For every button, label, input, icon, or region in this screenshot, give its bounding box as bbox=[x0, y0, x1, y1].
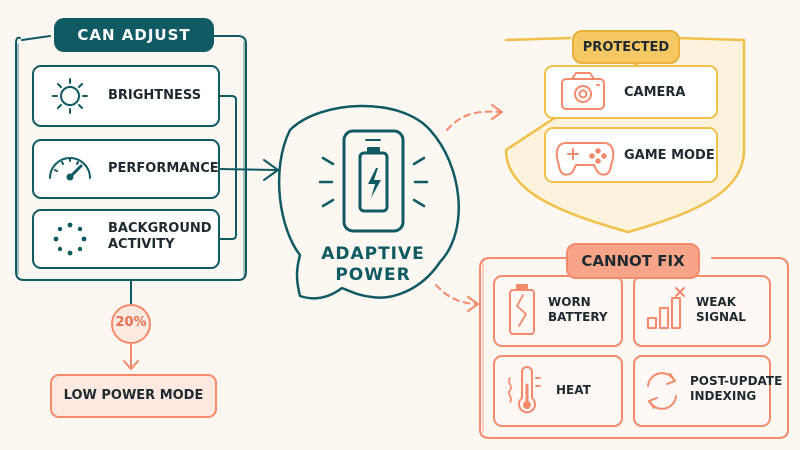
phone-battery-icon bbox=[318, 129, 429, 233]
can-adjust-title: CAN ADJUST bbox=[54, 18, 214, 52]
game-mode-label: GAME MODE bbox=[624, 148, 715, 163]
low-power-mode-label: LOW POWER MODE bbox=[63, 388, 204, 403]
threshold-badge bbox=[111, 304, 151, 344]
arrow-to-protected bbox=[446, 104, 503, 131]
arrow-to-cannot-fix bbox=[435, 284, 479, 312]
performance-label: PERFORMANCE bbox=[108, 161, 219, 176]
sync-arrows-icon bbox=[647, 372, 677, 410]
adaptive-power-label-line2: POWER bbox=[335, 265, 411, 286]
weak-signal-label-line2: SIGNAL bbox=[696, 310, 746, 324]
cannot-fix-frame bbox=[479, 257, 789, 439]
camera-icon bbox=[561, 72, 605, 110]
background-activity-label-line2: ACTIVITY bbox=[108, 237, 175, 253]
brightness-label: BRIGHTNESS bbox=[108, 88, 202, 103]
background-activity-label: BACKGROUND ACTIVITY bbox=[108, 221, 212, 254]
worn-battery-label-line2: BATTERY bbox=[548, 310, 608, 324]
adaptive-power-label-line1: ADAPTIVE bbox=[321, 244, 425, 264]
thermometer-icon bbox=[508, 366, 541, 414]
weak-signal-icon bbox=[647, 287, 685, 329]
protected-title: PROTECTED bbox=[572, 30, 680, 64]
post-update-indexing-label-line2: INDEXING bbox=[690, 389, 757, 403]
post-update-indexing-label: POST-UPDATE INDEXING bbox=[690, 374, 782, 404]
cannot-fix-title: CANNOT FIX bbox=[566, 243, 700, 279]
low-power-mode-box bbox=[50, 374, 217, 418]
adaptive-power-label: ADAPTIVE POWER bbox=[316, 244, 430, 287]
heat-label: HEAT bbox=[556, 383, 591, 397]
weak-signal-label: WEAK SIGNAL bbox=[696, 295, 746, 325]
cracked-battery-icon bbox=[509, 284, 535, 335]
gamepad-icon bbox=[555, 142, 615, 176]
post-update-indexing-label-line1: POST-UPDATE bbox=[690, 374, 783, 388]
gauge-icon bbox=[49, 157, 91, 181]
sun-icon bbox=[52, 78, 88, 114]
camera-label: CAMERA bbox=[624, 85, 686, 100]
background-activity-label-line1: BACKGROUND bbox=[108, 221, 212, 236]
adjust-connectors bbox=[218, 95, 279, 240]
worn-battery-label: WORN BATTERY bbox=[548, 295, 608, 325]
weak-signal-label-line1: WEAK bbox=[696, 295, 737, 309]
worn-battery-item-box bbox=[493, 275, 623, 347]
worn-battery-label-line1: WORN bbox=[548, 295, 591, 309]
game-mode-item-box bbox=[544, 127, 718, 183]
dotted-circle-icon bbox=[53, 222, 87, 256]
threshold-value: 20% bbox=[115, 315, 147, 330]
can-adjust-frame bbox=[15, 35, 247, 281]
threshold-connector bbox=[123, 279, 139, 370]
